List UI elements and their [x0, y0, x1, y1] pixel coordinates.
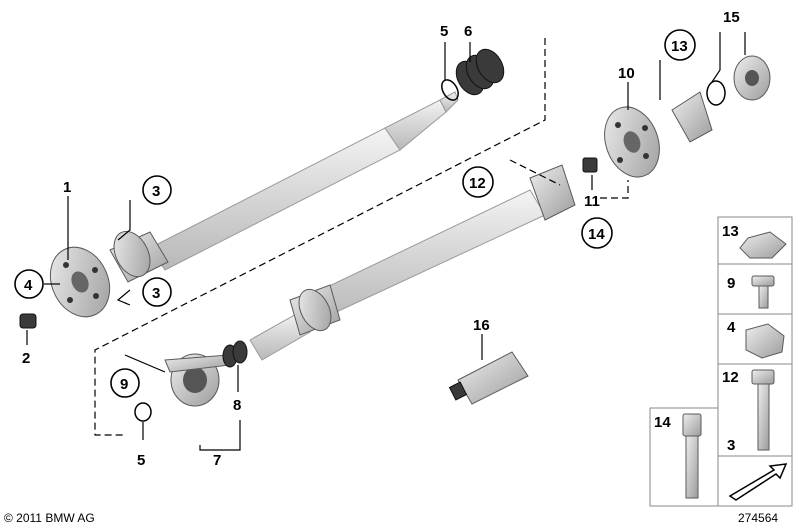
callout-10: 10: [618, 65, 635, 82]
flex-disc-rear: [604, 106, 660, 178]
callout-13-circle: [664, 29, 696, 61]
hex-nut-icon: [745, 323, 785, 359]
callout-12: 12: [469, 175, 486, 192]
flange-nut-icon: [739, 231, 787, 259]
diagram-number: 274564: [738, 511, 778, 525]
arrow-icon: [728, 463, 788, 501]
grease-tube: [448, 351, 529, 405]
callout-15: 15: [723, 9, 740, 26]
callout-3a: 3: [152, 183, 160, 200]
bellows-sleeve: [455, 48, 505, 96]
bolt-torx-icon: [682, 413, 702, 499]
bearing-rings: [222, 340, 248, 368]
callout-3a-circle: [142, 175, 172, 205]
callout-12-circle: [462, 166, 494, 198]
callout-9: 9: [120, 376, 128, 393]
bolt-long-icon: [751, 369, 775, 451]
callout-14: 14: [588, 226, 605, 243]
callout-16: 16: [473, 317, 490, 334]
flex-disc-front: [49, 246, 111, 318]
callout-14-circle: [581, 217, 613, 249]
o-ring-flange: [706, 80, 726, 106]
leader-lines: [26, 32, 746, 451]
nut-small: [19, 313, 37, 329]
callout-2: 2: [22, 350, 30, 367]
callout-13: 13: [671, 38, 688, 55]
legend-label-9: 9: [727, 275, 735, 292]
flange-spider: [671, 91, 713, 143]
callout-11: 11: [584, 193, 600, 210]
callout-6: 6: [464, 23, 472, 40]
legend-cell-9: [717, 263, 793, 315]
legend-label-14: 14: [654, 414, 671, 431]
callout-7: 7: [213, 452, 221, 469]
output-flange: [733, 55, 771, 101]
copyright-text: © 2011 BMW AG: [4, 511, 95, 525]
callout-3b-circle: [142, 277, 172, 307]
callout-5b: 5: [137, 452, 145, 469]
dashed-lines: [94, 38, 629, 436]
o-ring-bottom: [134, 402, 152, 422]
legend-label-12: 12: [722, 369, 739, 386]
callout-4: 4: [24, 277, 33, 294]
centering-sleeve: [582, 157, 598, 173]
centre-bearing: [164, 353, 231, 407]
legend-label-13: 13: [722, 223, 739, 240]
o-ring-top: [441, 79, 459, 101]
bolt-short-icon: [751, 275, 775, 309]
callout-5a: 5: [440, 23, 448, 40]
legend-label-3: 3: [727, 437, 735, 454]
front-drive-shaft: [109, 91, 459, 283]
callout-8: 8: [233, 397, 241, 414]
legend-label-4: 4: [727, 319, 736, 336]
rear-drive-shaft: [249, 164, 576, 361]
callout-3b: 3: [152, 285, 160, 302]
hardware-legend: 13 9 4 12 3 14: [649, 216, 793, 507]
callout-9-circle: [110, 368, 140, 398]
callout-4-circle: [14, 269, 44, 299]
callout-1: 1: [63, 179, 71, 196]
